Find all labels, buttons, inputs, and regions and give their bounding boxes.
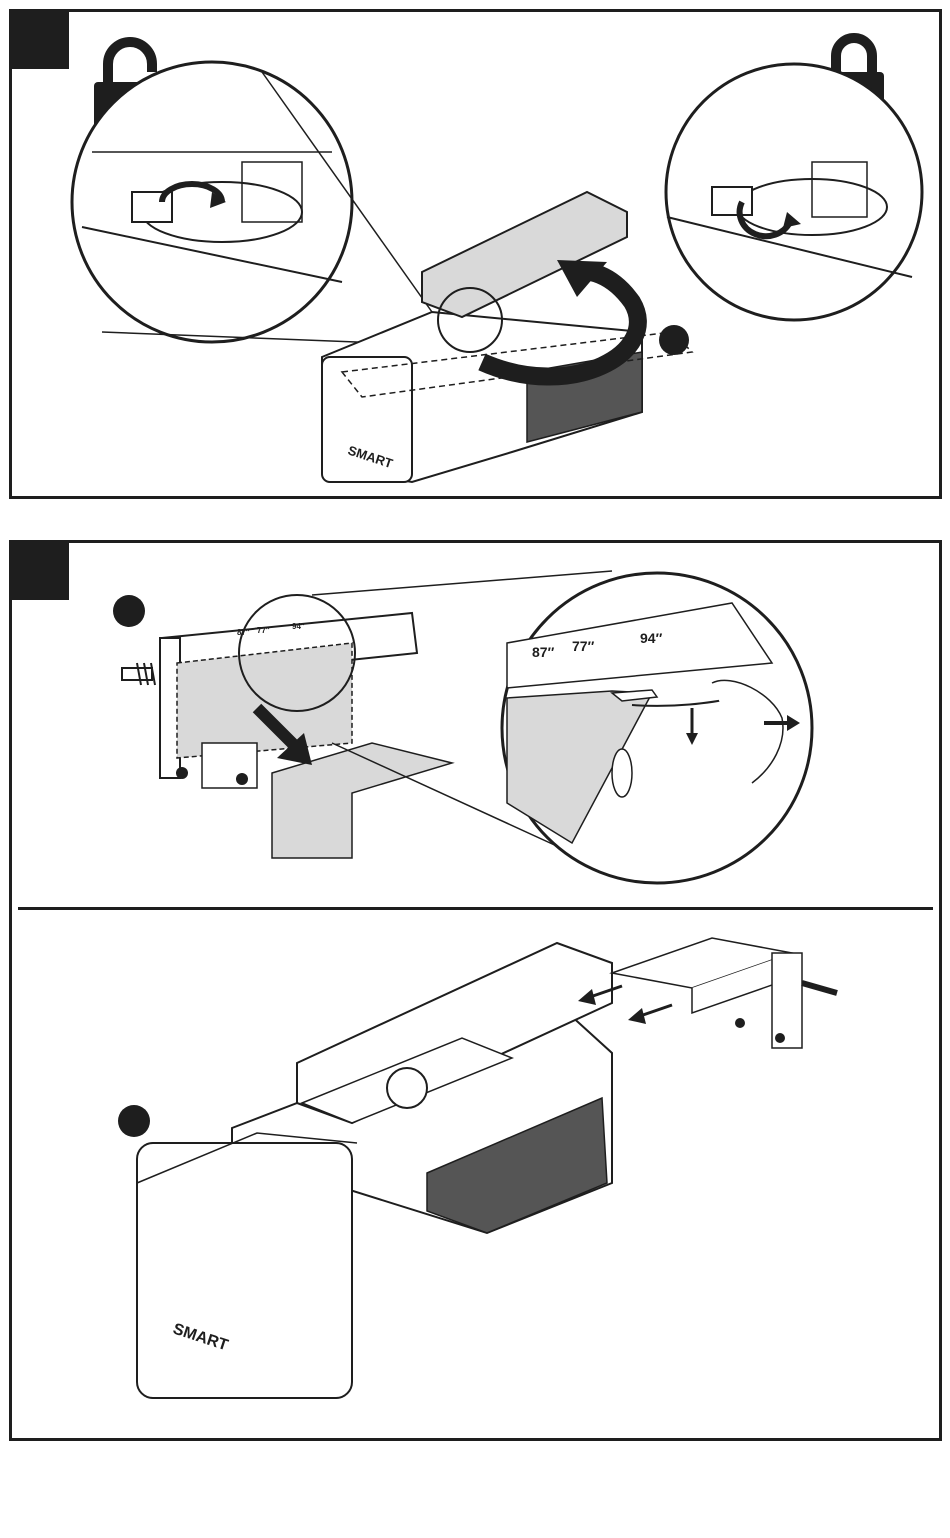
step-panel-2: 87″ 77″ 94″ 87″ 77″ 94″: [9, 540, 942, 1441]
label-87: 87″: [532, 644, 555, 660]
step-2-illustration: 87″ 77″ 94″ 87″ 77″ 94″: [12, 543, 939, 1438]
small-label-87: 87″: [237, 628, 250, 637]
marker-a: [113, 595, 145, 627]
label-94: 94″: [640, 630, 663, 646]
projector-unit: SMART: [137, 943, 612, 1398]
detail-magnifier-right: [666, 64, 922, 320]
projector-unit: SMART: [322, 312, 642, 482]
label-77: 77″: [572, 638, 595, 654]
step-panel-1: SMART: [9, 9, 942, 499]
detail-magnifier-left: [72, 62, 352, 342]
slide-arrow-2: [640, 1005, 672, 1016]
marker-c: [659, 325, 689, 355]
detail-magnifier-labels: [502, 573, 812, 883]
marker-b: [118, 1105, 150, 1137]
small-label-94: 94″: [292, 622, 305, 631]
small-label-77: 77″: [257, 626, 270, 635]
detached-bracket: [612, 938, 837, 1048]
step-1-illustration: SMART: [12, 12, 939, 496]
mounting-arm: [422, 192, 627, 317]
